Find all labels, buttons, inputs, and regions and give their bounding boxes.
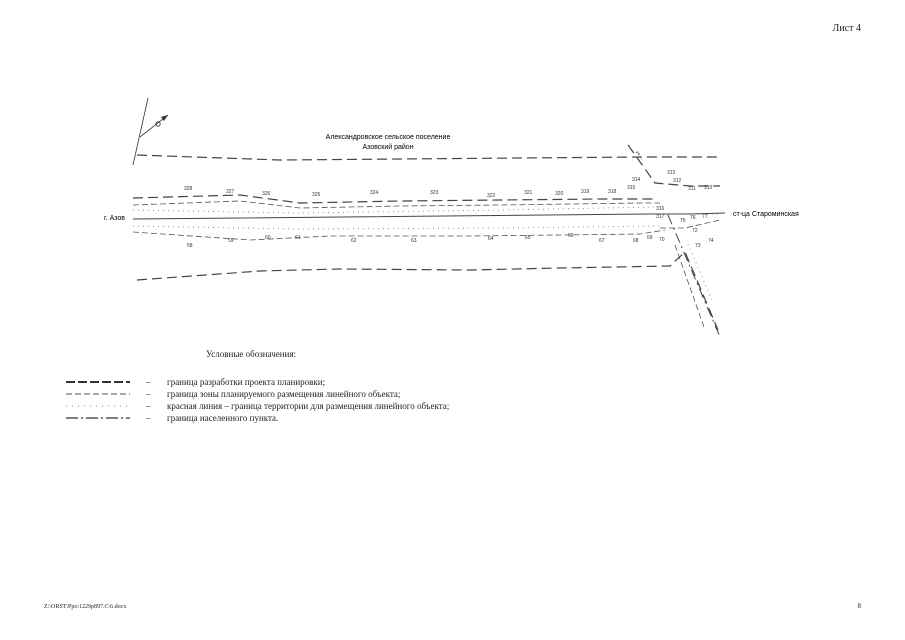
point-label: 72 <box>692 228 698 234</box>
legend-title: Условные обозначения: <box>206 349 297 359</box>
point-label: 320 <box>555 191 564 197</box>
east-label: ст-ца Староминская <box>733 211 799 218</box>
point-label: 61 <box>295 235 301 241</box>
point-label: 66 <box>568 233 574 239</box>
point-label: 68 <box>633 238 639 244</box>
heavy-dash-line-icon <box>66 381 130 383</box>
red-lines <box>132 206 720 301</box>
footer-file-path: Z:\ORST\Ppo\1229p897.C\6.docx <box>44 604 127 610</box>
point-label: 325 <box>312 192 321 198</box>
point-label: 58 <box>187 243 193 249</box>
sheet-label: Лист 4 <box>832 23 861 34</box>
point-label: 60 <box>265 235 271 241</box>
point-label: 73 <box>695 243 701 249</box>
point-label: 310 <box>704 185 713 191</box>
west-label: г. Азов <box>104 215 125 222</box>
point-label: 311 <box>688 186 696 192</box>
legend-item-text: граница зоны планируемого размещения лин… <box>167 389 401 399</box>
point-label: 321 <box>524 190 533 196</box>
road-label: ул. ... <box>635 150 645 161</box>
point-label: 313 <box>667 170 676 176</box>
point-label: 76 <box>690 215 696 221</box>
point-label: 319 <box>581 189 590 195</box>
point-label: 327 <box>226 189 235 195</box>
point-label: 318 <box>608 189 617 195</box>
project-boundary-lines <box>132 144 720 331</box>
placement-zone-lines <box>132 200 721 331</box>
point-label: 59 <box>228 238 234 244</box>
point-label: 326 <box>262 191 271 197</box>
point-label: 315 <box>627 185 636 191</box>
point-label: 62 <box>351 238 357 244</box>
point-label: 70 <box>659 237 665 243</box>
point-label: 63 <box>411 238 417 244</box>
settlement-label-line1: Александровское сельское поселение <box>326 134 451 141</box>
thin-dash-line-icon <box>66 393 130 395</box>
point-label: 328 <box>184 186 193 192</box>
point-label: 323 <box>430 190 439 196</box>
settlement-label-line2: Азовский район <box>362 143 413 151</box>
point-label: 322 <box>487 193 496 199</box>
north-arrow-icon <box>132 97 169 166</box>
point-label: 64 <box>488 236 494 242</box>
point-label: 312 <box>673 178 682 184</box>
page-number: 8 <box>857 602 862 610</box>
road-axis <box>132 212 726 338</box>
upper-point-labels: 328 327 326 325 324 323 322 321 320 319 … <box>184 170 713 220</box>
point-label: 65 <box>525 235 531 241</box>
dash-dot-line-icon <box>66 417 130 419</box>
point-label: 314 <box>632 177 641 183</box>
legend-item-text: граница населенного пункта. <box>167 413 279 423</box>
point-label: 74 <box>708 238 714 244</box>
point-label: 316 <box>656 206 665 212</box>
point-label: 69 <box>647 235 653 241</box>
dotted-line-icon <box>66 405 130 407</box>
lower-point-labels: 58 59 60 61 62 63 64 65 66 67 68 69 70 7… <box>187 214 714 249</box>
point-label: 67 <box>599 238 605 244</box>
legend-item-text: граница разработки проекта планировки; <box>167 377 326 387</box>
point-label: 77 <box>702 214 708 220</box>
legend-item-text: красная линия – граница территории для р… <box>167 401 450 411</box>
point-label: 317 <box>656 214 665 220</box>
point-label: 75 <box>680 218 686 224</box>
point-label: 324 <box>370 190 379 196</box>
